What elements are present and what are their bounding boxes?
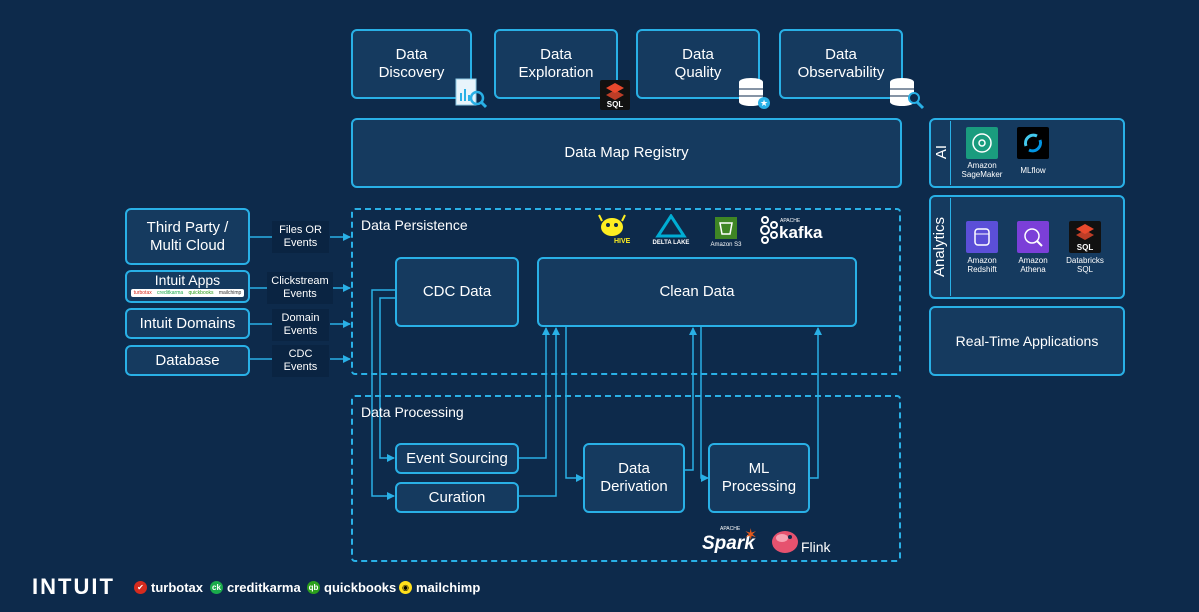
data-discovery-box: Data Discovery bbox=[351, 29, 472, 99]
athena-icon bbox=[1017, 221, 1049, 253]
databricks-sql-label: Databricks SQL bbox=[1066, 256, 1104, 274]
kafka-apache-text: APACHE bbox=[780, 218, 801, 224]
real-time-applications-box: Real-Time Applications bbox=[929, 306, 1125, 376]
footer-brand-creditkarma: ck creditkarma bbox=[210, 580, 301, 595]
files-or-events-label: Files OR Events bbox=[272, 221, 329, 253]
data-exploration-box: Data Exploration bbox=[494, 29, 618, 99]
data-derivation-label: Data Derivation bbox=[600, 460, 668, 495]
hive-logo: HIVE bbox=[598, 213, 636, 249]
footer-brand-turbotax: ✔ turbotax bbox=[134, 580, 203, 595]
quickbooks-text: quickbooks bbox=[324, 580, 397, 595]
database-search-icon bbox=[888, 76, 926, 110]
sagemaker-icon bbox=[966, 127, 998, 159]
mailchimp-text: mailchimp bbox=[416, 580, 481, 595]
apps-brand-quickbooks: quickbooks bbox=[188, 290, 214, 296]
data-observability-box: Data Observability bbox=[779, 29, 903, 99]
event-sourcing-box: Event Sourcing bbox=[395, 443, 519, 474]
databricks-sql-badge: SQL bbox=[1076, 243, 1094, 252]
data-derivation-box: Data Derivation bbox=[583, 443, 685, 513]
turbotax-icon: ✔ bbox=[134, 581, 147, 594]
third-party-source: Third Party / Multi Cloud bbox=[125, 208, 250, 265]
data-discovery-label: Data Discovery bbox=[378, 46, 445, 81]
report-search-icon bbox=[455, 77, 488, 109]
data-map-registry-label: Data Map Registry bbox=[564, 144, 689, 161]
mailchimp-icon: ◉ bbox=[399, 581, 412, 594]
ml-processing-box: ML Processing bbox=[708, 443, 810, 513]
curation-label: Curation bbox=[428, 488, 486, 506]
apps-brand-creditkarma: creditkarma bbox=[157, 290, 184, 296]
data-quality-label: Data Quality bbox=[674, 46, 722, 81]
third-party-label: Third Party / Multi Cloud bbox=[146, 218, 229, 254]
sql-icon: SQL bbox=[600, 80, 630, 110]
analytics-label: Analytics bbox=[931, 216, 948, 278]
spark-apache-text: APACHE bbox=[720, 526, 741, 532]
clean-data-box: Clean Data bbox=[537, 257, 857, 327]
amazon-s3-logo: Amazon S3 bbox=[707, 215, 745, 251]
flink-logo: Flink bbox=[770, 525, 840, 557]
hive-text: HIVE bbox=[614, 238, 631, 245]
athena-label: Amazon Athena bbox=[1018, 256, 1048, 274]
intuit-apps-source: Intuit Apps turbotax creditkarma quickbo… bbox=[125, 270, 250, 303]
intuit-apps-brand-strip: turbotax creditkarma quickbooks mailchim… bbox=[131, 289, 244, 297]
data-observability-label: Data Observability bbox=[797, 46, 885, 81]
turbotax-text: turbotax bbox=[151, 580, 203, 595]
sql-badge-text: SQL bbox=[606, 100, 624, 109]
data-map-registry: Data Map Registry bbox=[351, 118, 902, 188]
redshift-label: Amazon Redshift bbox=[967, 256, 997, 274]
amazon-s3-text: Amazon S3 bbox=[710, 242, 742, 248]
creditkarma-icon: ck bbox=[210, 581, 223, 594]
analytics-divider bbox=[950, 198, 951, 296]
kafka-logo: APACHE kafka bbox=[758, 216, 828, 246]
mlflow-icon bbox=[1017, 127, 1049, 159]
domain-events-label: Domain Events bbox=[272, 309, 329, 341]
footer-brand-mailchimp: ◉ mailchimp bbox=[399, 580, 480, 595]
mlflow-label: MLflow bbox=[1020, 166, 1046, 175]
flink-text: Flink bbox=[801, 539, 831, 555]
data-exploration-label: Data Exploration bbox=[518, 46, 594, 81]
ml-processing-label: ML Processing bbox=[721, 460, 797, 495]
delta-lake-logo: DELTA LAKE bbox=[648, 213, 694, 250]
database-star-icon: ★ bbox=[737, 76, 771, 110]
cdc-data-label: CDC Data bbox=[422, 283, 492, 300]
svg-text:★: ★ bbox=[760, 98, 768, 108]
delta-lake-text: DELTA LAKE bbox=[652, 240, 690, 246]
spark-text: Spark bbox=[702, 533, 755, 554]
intuit-domains-label: Intuit Domains bbox=[139, 314, 236, 332]
quickbooks-icon: qb bbox=[307, 581, 320, 594]
redshift-icon bbox=[966, 221, 998, 253]
data-persistence-region bbox=[351, 208, 901, 375]
clickstream-events-label: Clickstream Events bbox=[267, 272, 333, 304]
data-persistence-title: Data Persistence bbox=[361, 217, 468, 233]
intuit-domains-source: Intuit Domains bbox=[125, 308, 250, 339]
intuit-apps-label: Intuit Apps bbox=[154, 272, 221, 288]
real-time-applications-label: Real-Time Applications bbox=[955, 333, 1099, 349]
ai-divider bbox=[950, 121, 951, 185]
spark-logo: APACHE Spark ✶ bbox=[700, 525, 762, 557]
curation-box: Curation bbox=[395, 482, 519, 513]
database-source: Database bbox=[125, 345, 250, 376]
apps-brand-mailchimp: mailchimp bbox=[218, 290, 242, 296]
cdc-events-label: CDC Events bbox=[272, 345, 329, 377]
data-processing-region bbox=[351, 395, 901, 562]
data-processing-title: Data Processing bbox=[361, 404, 464, 420]
kafka-text: kafka bbox=[779, 223, 823, 242]
sagemaker-label: Amazon SageMaker bbox=[961, 161, 1003, 179]
databricks-sql-icon: SQL bbox=[1069, 221, 1101, 253]
ai-label: AI bbox=[933, 144, 950, 160]
footer-brand-quickbooks: qb quickbooks bbox=[307, 580, 396, 595]
spark-star-icon: ✶ bbox=[744, 527, 758, 544]
clean-data-label: Clean Data bbox=[659, 283, 735, 300]
intuit-logo: INTUIT bbox=[32, 574, 115, 599]
database-label: Database bbox=[155, 351, 220, 369]
creditkarma-text: creditkarma bbox=[227, 580, 301, 595]
event-sourcing-label: Event Sourcing bbox=[406, 449, 508, 467]
apps-brand-turbotax: turbotax bbox=[133, 290, 152, 296]
cdc-data-box: CDC Data bbox=[395, 257, 519, 327]
